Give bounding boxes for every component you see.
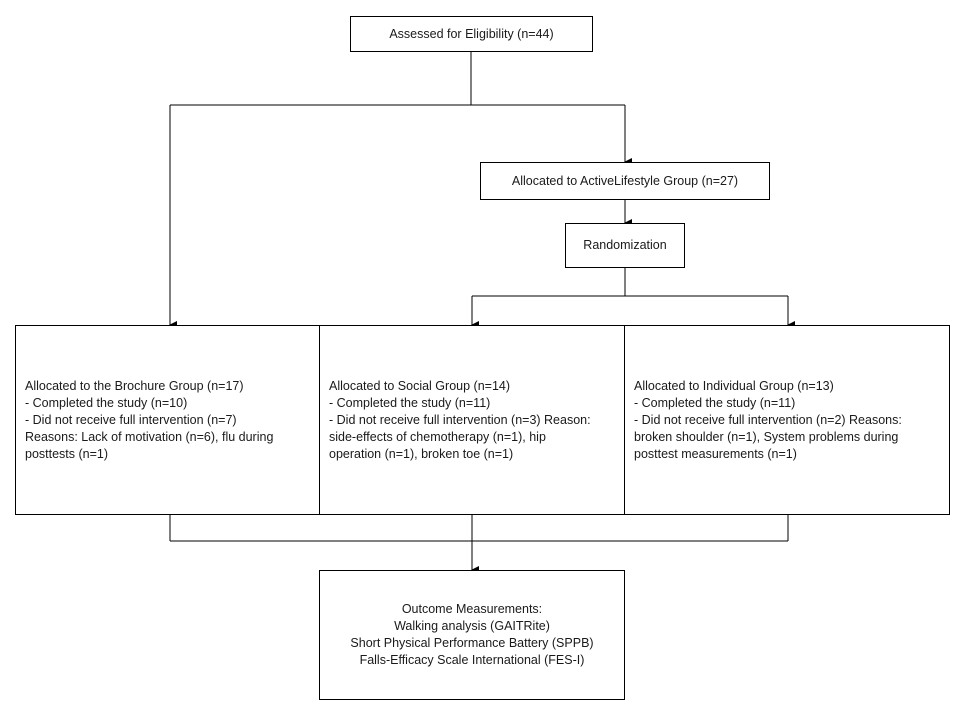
eligibility-label: Assessed for Eligibility (n=44)	[389, 26, 554, 41]
social-line: - Completed the study (n=11)	[329, 395, 491, 410]
social-group-box: Allocated to Social Group (n=14) - Compl…	[319, 325, 625, 515]
outcome-measurements-box: Outcome Measurements: Walking analysis (…	[319, 570, 625, 700]
individual-line: - Did not receive full intervention (n=2…	[634, 412, 902, 427]
social-line: operation (n=1), broken toe (n=1)	[329, 446, 514, 461]
active-lifestyle-box: Allocated to ActiveLifestyle Group (n=27…	[480, 162, 770, 200]
social-line: Allocated to Social Group (n=14)	[329, 378, 511, 393]
outcome-line: Falls-Efficacy Scale International (FES-…	[359, 653, 585, 667]
brochure-line: posttests (n=1)	[25, 446, 109, 461]
social-line: side-effects of chemotherapy (n=1), hip	[329, 429, 546, 444]
brochure-group-box: Allocated to the Brochure Group (n=17) -…	[15, 325, 321, 515]
individual-line: broken shoulder (n=1), System problems d…	[634, 429, 899, 444]
active-lifestyle-label: Allocated to ActiveLifestyle Group (n=27…	[511, 173, 739, 188]
randomization-label: Randomization	[583, 238, 667, 252]
social-line: - Did not receive full intervention (n=3…	[329, 412, 591, 427]
individual-group-box: Allocated to Individual Group (n=13) - C…	[624, 325, 950, 515]
randomization-box: Randomization	[565, 223, 685, 268]
outcome-line: Short Physical Performance Battery (SPPB…	[350, 636, 594, 650]
eligibility-box: Assessed for Eligibility (n=44)	[350, 16, 593, 52]
brochure-line: - Completed the study (n=10)	[25, 395, 188, 410]
brochure-line: Reasons: Lack of motivation (n=6), flu d…	[25, 429, 274, 444]
individual-line: posttest measurements (n=1)	[634, 446, 797, 461]
outcome-line: Walking analysis (GAITRite)	[394, 619, 550, 633]
individual-line: - Completed the study (n=11)	[634, 395, 796, 410]
individual-line: Allocated to Individual Group (n=13)	[634, 378, 834, 393]
brochure-line: Allocated to the Brochure Group (n=17)	[25, 378, 244, 393]
brochure-line: - Did not receive full intervention (n=7…	[25, 412, 237, 427]
outcome-line: Outcome Measurements:	[401, 602, 543, 616]
